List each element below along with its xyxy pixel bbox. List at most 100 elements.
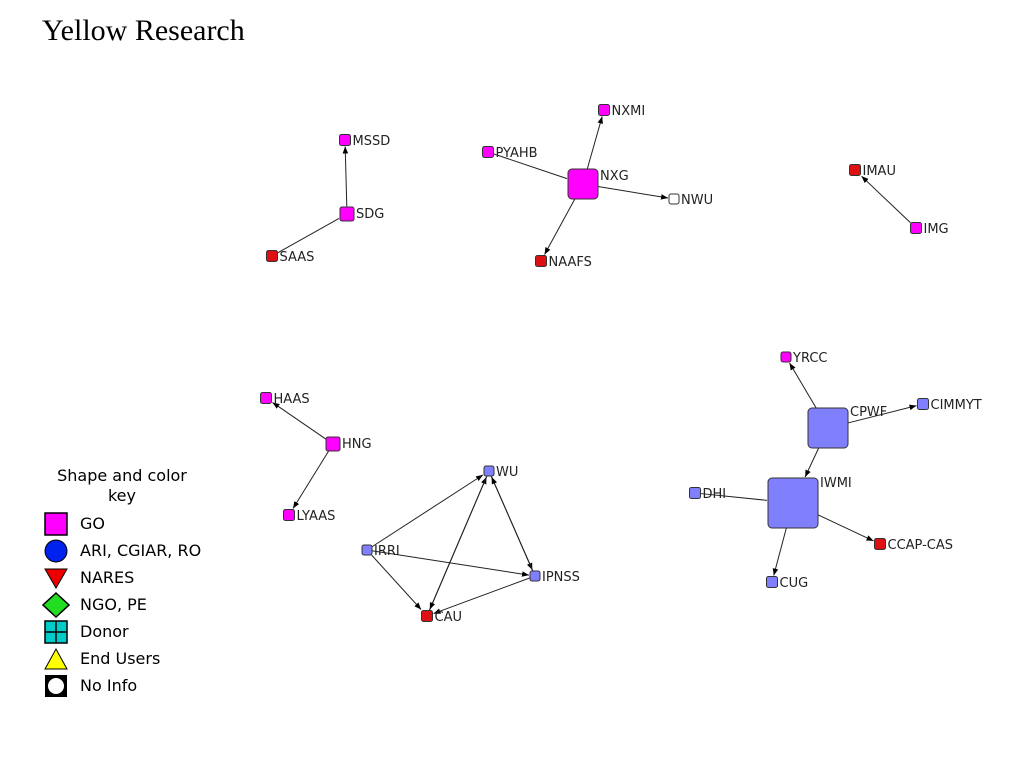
- node-label: CIMMYT: [931, 398, 982, 413]
- nodes-layer: MSSD SDG SAAS NXMI PYAHB NXG NWU NAAFS IMAU IMG HA…: [260, 104, 982, 625]
- edge-irri-to-cau: [371, 554, 422, 610]
- edge-irri-to-ipnss: [371, 550, 530, 577]
- node-label: WU: [496, 465, 518, 480]
- node-cug[interactable]: CUG: [766, 576, 809, 591]
- node-box[interactable]: [482, 146, 494, 158]
- node-box[interactable]: [917, 398, 929, 410]
- edge-img-to-imau: [861, 175, 911, 224]
- node-sdg[interactable]: SDG: [339, 206, 384, 222]
- node-box[interactable]: [325, 436, 341, 452]
- node-haas[interactable]: HAAS: [260, 392, 310, 407]
- node-box[interactable]: [260, 392, 272, 404]
- edge-nxg-to-nxmi: [586, 116, 603, 170]
- node-hng[interactable]: HNG: [325, 436, 372, 452]
- node-label: CPWF: [850, 405, 887, 420]
- node-saas[interactable]: SAAS: [266, 250, 315, 265]
- edge-dhi-to-iwmi: [700, 493, 768, 501]
- edge-ipnss-to-cau: [433, 577, 531, 615]
- node-box[interactable]: [780, 351, 792, 363]
- node-imau[interactable]: IMAU: [849, 164, 896, 179]
- node-box[interactable]: [361, 544, 373, 556]
- legend-item: No Info: [42, 672, 262, 699]
- node-box[interactable]: [421, 610, 433, 622]
- node-box[interactable]: [807, 407, 849, 449]
- node-box[interactable]: [910, 222, 922, 234]
- legend-label: Donor: [80, 622, 129, 641]
- node-label: NXMI: [612, 104, 646, 119]
- node-ipnss[interactable]: IPNSS: [529, 570, 580, 585]
- legend-item: Donor: [42, 618, 262, 645]
- node-label: CUG: [780, 576, 809, 591]
- node-label: DHI: [703, 487, 727, 502]
- node-nwu[interactable]: NWU: [668, 193, 713, 208]
- circle-icon: [44, 539, 68, 562]
- edge-pyahb-to-nxg: [493, 153, 568, 180]
- node-box[interactable]: [668, 193, 680, 205]
- node-box[interactable]: [766, 576, 778, 588]
- node-box[interactable]: [283, 509, 295, 521]
- node-box[interactable]: [767, 477, 819, 529]
- node-mssd[interactable]: MSSD: [339, 134, 391, 149]
- legend-label: End Users: [80, 649, 161, 668]
- node-label: SDG: [356, 207, 384, 222]
- edge-cpwf-to-cimmyt: [847, 404, 917, 424]
- edge-iwmi-to-ccap-cas: [817, 514, 874, 542]
- node-lyaas[interactable]: LYAAS: [283, 509, 336, 524]
- node-wu[interactable]: WU: [483, 465, 518, 480]
- edge-cpwf-to-yrcc: [789, 362, 817, 409]
- node-cpwf[interactable]: CPWF: [807, 405, 887, 449]
- node-box[interactable]: [567, 168, 599, 200]
- legend-item: End Users: [42, 645, 262, 672]
- edge-ipnss-to-wu: [491, 476, 534, 572]
- edge-iwmi-to-cug: [772, 527, 787, 576]
- legend-item: GO: [42, 510, 262, 537]
- edge-hng-to-lyaas: [292, 450, 330, 509]
- node-label: SAAS: [280, 250, 315, 265]
- diamond-icon: [42, 591, 70, 618]
- triangle-up-icon: [44, 647, 68, 669]
- node-dhi[interactable]: DHI: [689, 487, 727, 502]
- node-box[interactable]: [529, 570, 541, 582]
- node-yrcc[interactable]: YRCC: [780, 351, 827, 366]
- node-box[interactable]: [598, 104, 610, 116]
- triangle-down-icon: [44, 568, 68, 589]
- legend-label: GO: [80, 514, 105, 533]
- legend-label: NARES: [80, 568, 135, 587]
- node-iwmi[interactable]: IWMI: [767, 476, 852, 529]
- node-cau[interactable]: CAU: [421, 610, 463, 625]
- node-ccap-cas[interactable]: CCAP-CAS: [874, 538, 954, 553]
- edge-nxg-to-nwu: [597, 185, 669, 200]
- edge-nxg-to-naafs: [544, 198, 576, 255]
- node-box[interactable]: [483, 465, 495, 477]
- node-label: HAAS: [274, 392, 310, 407]
- page-title: Yellow Research: [42, 14, 245, 47]
- edge-saas-to-sdg: [277, 218, 340, 254]
- node-box[interactable]: [849, 164, 861, 176]
- node-label: IMG: [924, 222, 949, 237]
- edge-wu-to-cau: [429, 475, 488, 610]
- legend-item: NARES: [42, 564, 262, 591]
- node-box[interactable]: [874, 538, 886, 550]
- node-cimmyt[interactable]: CIMMYT: [917, 398, 982, 413]
- node-pyahb[interactable]: PYAHB: [482, 146, 538, 161]
- node-label: IWMI: [820, 476, 852, 491]
- node-naafs[interactable]: NAAFS: [535, 255, 592, 270]
- node-label: IRRI: [374, 544, 400, 559]
- node-box[interactable]: [339, 134, 351, 146]
- node-box[interactable]: [339, 206, 355, 222]
- node-box[interactable]: [689, 487, 701, 499]
- node-label: NWU: [681, 193, 713, 208]
- node-img[interactable]: IMG: [910, 222, 949, 237]
- node-label: MSSD: [353, 134, 391, 149]
- node-nxmi[interactable]: NXMI: [598, 104, 646, 119]
- node-label: CAU: [435, 610, 463, 625]
- node-label: YRCC: [792, 351, 827, 366]
- node-irri[interactable]: IRRI: [361, 544, 400, 559]
- legend-item: ARI, CGIAR, RO: [42, 537, 262, 564]
- node-box[interactable]: [535, 255, 547, 267]
- legend-label: ARI, CGIAR, RO: [80, 541, 202, 560]
- node-box[interactable]: [266, 250, 278, 262]
- node-nxg[interactable]: NXG: [567, 168, 629, 200]
- edge-hng-to-haas: [272, 402, 327, 440]
